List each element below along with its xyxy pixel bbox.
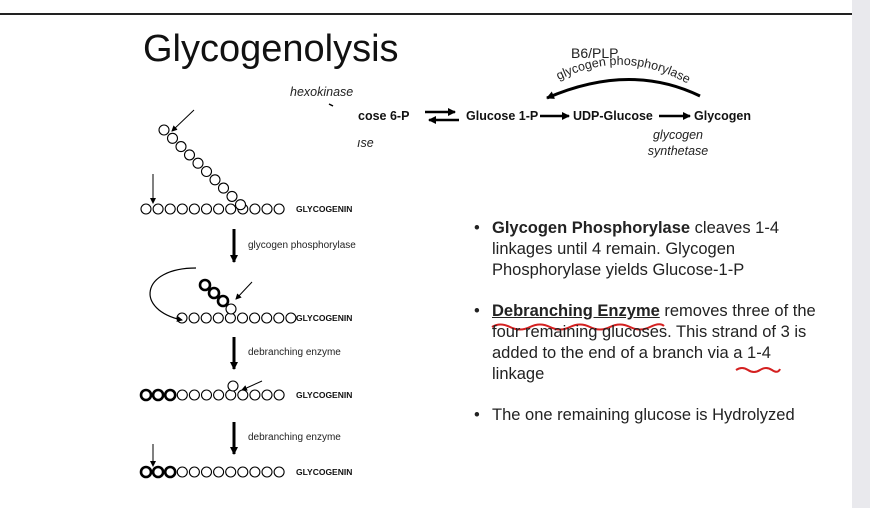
branch-transfer-arc (149, 267, 197, 322)
phosphorylase-arc-arrow (546, 78, 701, 100)
glucose-unit (273, 312, 285, 324)
node-glucose-6p: cose 6-P (358, 109, 409, 123)
step3-enzyme-label: debranching enzyme (248, 432, 341, 443)
step1-enzyme-label: glycogen phosphorylase (248, 240, 356, 251)
synthetase-label-line1: glycogen (653, 128, 703, 142)
glucose-unit (225, 203, 237, 215)
branch-glucose-unit (158, 124, 170, 136)
branch-glucose-unit (166, 132, 179, 144)
glucose-unit (213, 203, 225, 215)
branch-glucose-unit (225, 303, 237, 315)
cleavage-pointer-4 (241, 380, 263, 391)
branch-glucose-unit (200, 165, 213, 178)
glucose-unit (200, 466, 213, 478)
glucose-unit (261, 312, 273, 324)
glucose-unit (225, 466, 237, 478)
glucose-unit (261, 389, 273, 401)
glucose-unit (273, 203, 285, 215)
glucose-unit (261, 466, 273, 478)
glucose-unit (164, 203, 176, 215)
glucose-unit (225, 389, 237, 401)
bullet-2-text: removes three of the four remaining gluc… (492, 302, 816, 362)
glucose-unit (249, 312, 261, 324)
bullet-2-text-after: linkage (492, 365, 545, 383)
glucose-unit (249, 389, 261, 401)
transfer-glucose-unit (198, 278, 212, 292)
glucose-unit (163, 388, 177, 402)
glycogenin-label-1: GLYCOGENIN (296, 204, 352, 214)
glucose-chains (139, 124, 297, 479)
bullet-2-highlight: a 1-4 (733, 344, 771, 362)
glucose-unit (237, 466, 249, 478)
node-glucose-1p: Glucose 1-P (466, 109, 538, 123)
branch-glucose-unit (175, 141, 187, 153)
glucose-unit (200, 389, 213, 401)
glucose-unit (249, 466, 261, 478)
glucose-unit (188, 203, 200, 215)
glucose-unit (261, 203, 273, 215)
bullet-list: Glycogen Phosphorylase cleaves 1-4 linka… (472, 218, 822, 446)
glycogenin-label-2: GLYCOGENIN (296, 313, 352, 323)
branch-glucose-unit (217, 182, 230, 194)
bullet-3-text: The one remaining glucose is Hydrolyzed (492, 406, 795, 424)
bullet-1-bold: Glycogen Phosphorylase (492, 219, 691, 237)
glucose-unit (273, 466, 285, 478)
glycogenolysis-diagram: B6/PLP glycogen phosphorylase hexokinase… (139, 45, 781, 479)
transfer-glucose-unit (216, 294, 230, 308)
branch-glucose-unit (209, 174, 221, 186)
glycogenin-label-3: GLYCOGENIN (296, 390, 352, 400)
glucose-unit (188, 312, 200, 324)
synthetase-label-line2: synthetase (648, 144, 709, 158)
glucose-unit (139, 465, 153, 479)
glycogenin-label-4: GLYCOGENIN (296, 467, 352, 477)
branch-glucose-unit (183, 149, 196, 161)
branch-glucose-unit (226, 190, 238, 202)
glucose-unit (200, 312, 212, 324)
node-glycogen: Glycogen (694, 109, 751, 123)
glucose-unit (176, 466, 188, 478)
glucose-unit (152, 203, 164, 215)
glucose-unit (188, 389, 200, 401)
bullet-hydrolysis: The one remaining glucose is Hydrolyzed (472, 405, 822, 426)
glucose-unit (237, 389, 249, 401)
glucose-unit (285, 312, 297, 324)
glucose-unit (151, 388, 165, 402)
glucose-unit (140, 203, 152, 215)
glucose-unit (236, 312, 249, 324)
glucose-unit (188, 466, 200, 478)
glucose-unit (139, 388, 153, 402)
bullet-debranching-enzyme: Debranching Enzyme removes three of the … (472, 301, 822, 385)
glucose-unit (151, 465, 165, 479)
branch-glucose-unit (192, 157, 204, 169)
glucose-unit (176, 312, 188, 324)
bullet-2-bold: Debranching Enzyme (492, 302, 660, 320)
glucose-unit (249, 203, 261, 215)
cofactor-label: B6/PLP (571, 45, 618, 61)
glucose-unit (213, 389, 225, 401)
bullet-glycogen-phosphorylase: Glycogen Phosphorylase cleaves 1-4 linka… (472, 218, 822, 281)
branch-glucose-unit (234, 199, 247, 211)
bullet-1-text: cleaves 1-4 linkages until 4 remain. Gly… (492, 219, 780, 279)
glucose-unit (176, 203, 188, 215)
left-enzyme-bottom-label: ıse (357, 136, 374, 150)
cleavage-pointer-3 (235, 281, 253, 300)
single-branch-glucose (227, 380, 239, 392)
slide-title: Glycogenolysis (143, 28, 399, 70)
glucose-unit (200, 203, 213, 215)
transfer-glucose-unit (207, 286, 221, 300)
glucose-unit (213, 466, 225, 478)
cleavage-pointer-1 (171, 109, 195, 132)
glucose-unit (273, 389, 285, 401)
glucose-unit (176, 389, 188, 401)
scrollbar-track[interactable] (852, 0, 870, 508)
left-enzyme-top-label: hexokinase (290, 85, 353, 99)
glucose-unit (212, 312, 224, 324)
node-udp-glucose: UDP-Glucose (573, 109, 653, 123)
left-arrow-fragment (328, 103, 334, 107)
step2-enzyme-label: debranching enzyme (248, 347, 341, 358)
slide-top-border (0, 13, 852, 15)
glucose-unit (163, 465, 177, 479)
